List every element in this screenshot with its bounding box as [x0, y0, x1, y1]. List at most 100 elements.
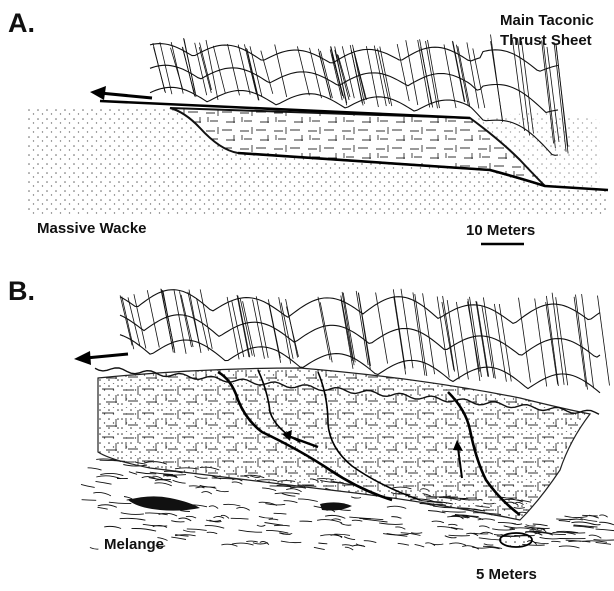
melange-fabric	[298, 499, 318, 502]
melange-fabric	[559, 546, 580, 548]
fold-b-cleavage	[320, 302, 332, 362]
melange-fabric	[448, 524, 457, 525]
melange-fabric	[286, 489, 301, 492]
melange-fabric	[341, 523, 352, 525]
melange-fabric	[275, 493, 300, 494]
melange-fabric	[231, 518, 249, 519]
melange-fabric	[284, 501, 298, 503]
melange-fabric	[121, 513, 144, 515]
melange-fabric	[246, 541, 257, 542]
melange-fabric	[180, 511, 190, 512]
melange-fabric	[274, 513, 287, 514]
melange-fabric	[432, 521, 444, 523]
fold-a-cleavage	[184, 39, 196, 97]
melange-fabric	[582, 515, 598, 516]
dark-block-1	[128, 496, 200, 510]
fold-a-cleavage	[228, 44, 240, 95]
panel-a-diagram	[28, 35, 608, 245]
scale-label-b: 5 Meters	[476, 566, 537, 583]
melange-fabric	[581, 519, 598, 522]
melange-fabric	[207, 532, 217, 534]
melange-fabric	[318, 543, 327, 544]
fold-a-cleavage	[320, 51, 332, 98]
melange-fabric	[143, 524, 167, 526]
carbonate-block	[98, 368, 590, 520]
fold-a-cleavage	[160, 42, 172, 94]
melange-fabric	[411, 533, 422, 534]
melange-fabric	[93, 492, 111, 495]
fold-a-cleavage	[456, 45, 468, 106]
fold-a-cleavage	[206, 40, 218, 100]
melange-fabric	[279, 533, 292, 534]
fold-b-cleavage	[279, 297, 291, 364]
melange-fabric	[232, 482, 243, 484]
melange-fabric	[81, 484, 95, 487]
fold-a-cleavage	[297, 46, 309, 95]
melange-label: Melange	[104, 536, 164, 553]
fold-a-cleavage	[378, 49, 390, 104]
fold-a-cleavage	[418, 40, 430, 107]
melange-fabric	[387, 506, 406, 508]
melange-fabric	[221, 544, 237, 546]
melange-fabric	[569, 519, 582, 520]
fold-b-cleavage	[456, 302, 468, 380]
melange-fabric	[596, 529, 614, 532]
fold-b-cleavage	[582, 294, 594, 388]
panel-b-diagram	[74, 289, 614, 550]
melange-fabric	[183, 530, 195, 532]
melange-fabric	[124, 497, 132, 499]
fold-b-cleavage	[161, 289, 173, 352]
fold-b-cleavage	[576, 295, 588, 390]
melange-fabric	[262, 488, 276, 491]
melange-fabric	[209, 506, 218, 509]
fold-a-cleavage	[154, 47, 166, 93]
fold-a-cleavage	[426, 41, 438, 108]
melange-fabric	[281, 541, 301, 543]
melange-fabric	[120, 518, 146, 520]
fold-b-cleavage	[376, 293, 388, 364]
melange-fabric	[173, 480, 186, 483]
fold-b-cleavage	[574, 297, 586, 387]
fold-a-cleavage	[467, 42, 479, 108]
melange-fabric	[202, 492, 212, 494]
melange-fabric	[594, 540, 614, 541]
thrust-sheet-label-line1: Main Taconic	[500, 12, 594, 29]
melange-fabric	[498, 522, 516, 524]
melange-fabric	[269, 519, 279, 520]
melange-fabric	[179, 518, 192, 521]
melange-fabric	[186, 516, 196, 518]
melange-fabric	[325, 515, 345, 518]
melange-fabric	[565, 516, 588, 518]
thrust-sheet-label-line2: Thrust Sheet	[500, 32, 592, 49]
melange-fabric	[342, 545, 353, 546]
melange-fabric	[351, 497, 361, 498]
melange-fabric	[98, 507, 108, 509]
fold-b-cleavage	[598, 296, 610, 386]
melange-fabric	[363, 519, 388, 522]
melange-fabric	[599, 515, 607, 517]
melange-fabric	[344, 537, 355, 540]
melange-fabric	[596, 542, 611, 544]
melange-fabric	[300, 521, 313, 522]
fold-b-cleavage	[240, 299, 252, 356]
melange-fabric	[257, 525, 265, 526]
fold-a-cleavage	[491, 41, 503, 121]
melange-fabric	[132, 529, 157, 532]
melange-fabric	[314, 547, 325, 549]
dark-block-2	[320, 502, 352, 510]
melange-fabric	[589, 535, 602, 538]
fold-b-cleavage	[356, 291, 368, 365]
melange-fabric	[155, 483, 172, 486]
melange-fabric	[282, 493, 296, 496]
melange-fabric	[571, 522, 593, 524]
melange-fabric	[526, 525, 536, 527]
melange-fabric	[352, 520, 362, 521]
melange-fabric	[82, 500, 97, 501]
melange-fabric	[239, 530, 263, 532]
melange-fabric	[415, 544, 425, 547]
fold-b-cleavage	[546, 296, 558, 386]
fold-b-cleavage	[341, 299, 353, 369]
fold-a-cleavage	[337, 54, 349, 100]
panel-a-letter: A.	[8, 8, 35, 39]
